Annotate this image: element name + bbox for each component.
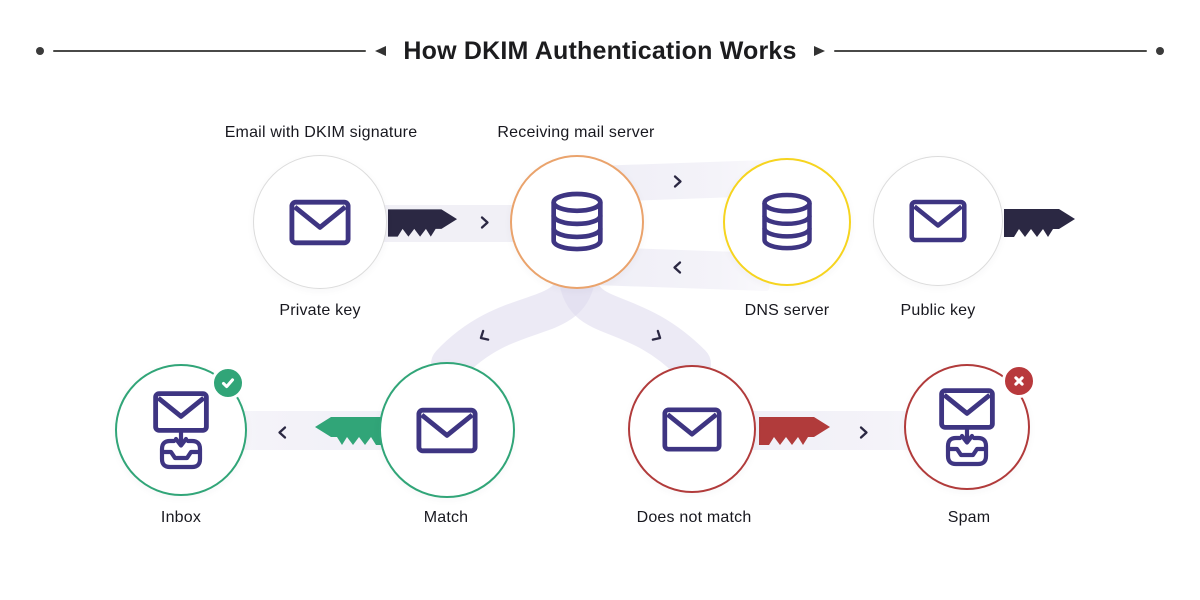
- envelope-icon: [289, 199, 351, 245]
- label-match: Match: [423, 509, 469, 526]
- chevron-left-icon: [673, 261, 682, 274]
- error-badge: [1002, 364, 1036, 398]
- public-key-icon: [1004, 209, 1075, 237]
- label-public-key: Public key: [900, 302, 976, 319]
- envelope-icon: [153, 390, 209, 433]
- chevron-right-icon: [673, 175, 682, 188]
- label-private-key: Private key: [279, 302, 361, 319]
- label-inbox: Inbox: [160, 509, 202, 526]
- decor-arrow-right-icon: [813, 46, 825, 56]
- envelope-icon: [416, 407, 478, 453]
- node-dns-server: [723, 158, 851, 286]
- label-receiving-server: Receiving mail server: [497, 124, 655, 141]
- node-receiving-mail-server: [510, 155, 644, 289]
- x-icon: [1014, 376, 1024, 386]
- decor-arrow-left-icon: [375, 46, 387, 56]
- private-key-icon: [388, 209, 458, 237]
- label-spam: Spam: [947, 509, 991, 526]
- envelope-icon: [939, 387, 995, 430]
- decor-line-left: [53, 49, 367, 53]
- database-icon: [551, 191, 603, 252]
- label-dns-server: DNS server: [744, 302, 830, 319]
- match-key-icon: [315, 417, 386, 445]
- envelope-into-inbox-icon: [939, 387, 995, 467]
- page-title: How DKIM Authentication Works: [403, 36, 797, 65]
- chevron-right-icon: [859, 426, 868, 439]
- decor-dot-right: [1156, 47, 1164, 55]
- decor-line-right: [833, 49, 1147, 53]
- inbox-tray-icon: [945, 428, 989, 466]
- chevron-down-right-icon: [651, 329, 662, 341]
- chevron-down-left-icon: [479, 329, 490, 341]
- title-bar: How DKIM Authentication Works: [36, 36, 1164, 66]
- envelope-icon: [662, 406, 722, 452]
- chevron-left-icon: [278, 426, 287, 439]
- success-badge: [211, 366, 245, 400]
- node-public-key: [873, 156, 1003, 286]
- envelope-icon: [909, 199, 967, 243]
- database-icon: [762, 192, 812, 251]
- label-does-not-match: Does not match: [636, 509, 752, 526]
- node-spam: [904, 364, 1036, 490]
- nomatch-key-icon: [759, 417, 830, 445]
- label-email-signature: Email with DKIM signature: [224, 124, 418, 141]
- envelope-into-inbox-icon: [153, 390, 209, 470]
- node-inbox: [115, 364, 247, 496]
- node-does-not-match: [628, 365, 756, 493]
- node-private-key: [253, 155, 387, 289]
- inbox-tray-icon: [159, 431, 203, 469]
- node-match: [379, 362, 515, 498]
- decor-dot-left: [36, 47, 44, 55]
- checkmark-icon: [221, 378, 235, 389]
- chevron-right-icon: [480, 216, 489, 229]
